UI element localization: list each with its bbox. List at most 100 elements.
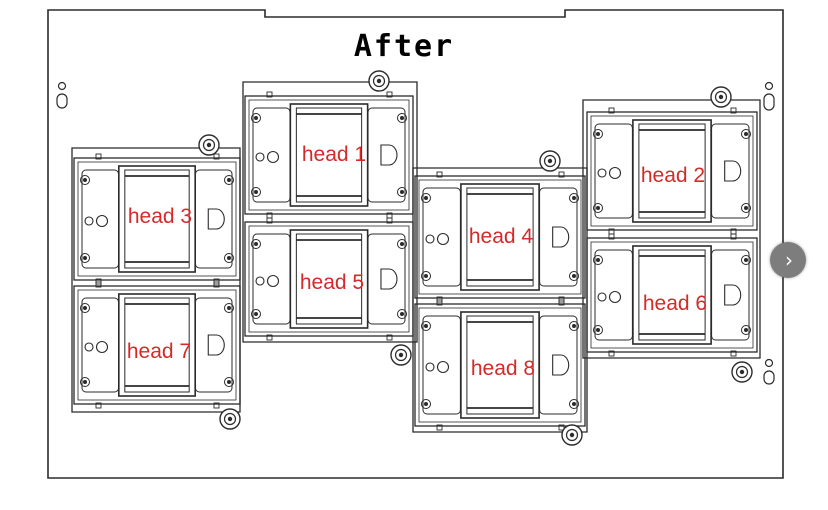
module-screw-core — [572, 324, 576, 328]
corner-screws — [198, 70, 753, 446]
module-screw — [741, 255, 751, 265]
module-screw-core — [254, 190, 258, 194]
module-frame-inner — [77, 161, 237, 277]
connector-notch — [552, 354, 570, 376]
pin-hole — [597, 168, 607, 178]
module-screw — [421, 271, 431, 281]
module-screw-core — [596, 328, 600, 332]
module-tab — [730, 107, 737, 114]
module-screw-core — [254, 312, 258, 316]
pin-hole — [266, 150, 280, 164]
head-body-inner — [638, 249, 706, 341]
connector-notch — [724, 284, 742, 306]
module-tab — [266, 334, 273, 341]
module-tab — [558, 296, 565, 303]
connector-notch — [380, 144, 398, 166]
module-tab — [213, 402, 220, 409]
module-screw-core — [83, 256, 87, 260]
diagram-title: After — [354, 29, 454, 64]
pin-hole — [436, 232, 450, 246]
pin-hole — [95, 340, 109, 354]
module-screw — [569, 193, 579, 203]
plate-hole — [764, 358, 774, 368]
module-screw-core — [83, 380, 87, 384]
frame-screw-ring — [543, 154, 557, 168]
left-bracket — [422, 187, 461, 287]
module-screw-core — [572, 196, 576, 200]
module-screw — [593, 255, 603, 265]
module-screw — [593, 129, 603, 139]
plate-slot — [56, 93, 68, 109]
module-screw — [397, 239, 407, 249]
pin-hole — [84, 216, 94, 226]
head-label: head 3 — [128, 205, 192, 228]
frame-screw-ring — [223, 412, 237, 426]
pin-hole — [266, 274, 280, 288]
frame-screw-ring — [372, 74, 386, 88]
module-screw-core — [596, 132, 600, 136]
frame-screw-ring — [202, 138, 216, 152]
module-screw-core — [596, 258, 600, 262]
head-body — [118, 293, 196, 397]
carrier-frame-inner — [582, 99, 761, 359]
module-tab — [436, 171, 443, 178]
module-screw — [251, 113, 261, 123]
pin-hole — [608, 166, 622, 180]
module-tab — [95, 278, 102, 285]
module-screw — [741, 325, 751, 335]
module-screw-core — [400, 116, 404, 120]
head-body-inner — [295, 107, 363, 203]
module-screw — [397, 309, 407, 319]
module-screw-core — [83, 178, 87, 182]
module-tab — [436, 424, 443, 431]
head-module: head 6 — [586, 233, 758, 357]
module-tab — [266, 91, 273, 98]
plate-slot — [763, 370, 775, 385]
module-frame — [244, 221, 414, 337]
frame-screw-core — [206, 142, 212, 148]
module-frame — [414, 175, 586, 299]
module-tab — [608, 107, 615, 114]
plate-hole — [57, 81, 67, 91]
module-tab — [608, 233, 615, 240]
module-screw — [593, 325, 603, 335]
frame-screw-core — [739, 369, 745, 375]
head-body-inner — [124, 297, 190, 393]
module-screw — [80, 175, 90, 185]
pin-hole — [425, 362, 435, 372]
pin-hole — [436, 360, 450, 374]
left-bracket — [422, 315, 461, 415]
module-screw — [421, 321, 431, 331]
module-screw — [80, 377, 90, 387]
connector-notch — [724, 160, 742, 182]
head-module: head 1 — [244, 91, 414, 219]
pin-hole — [95, 214, 109, 228]
connector-notch — [207, 334, 225, 356]
frame-screw-core — [569, 432, 575, 438]
mounting-holes — [56, 81, 775, 385]
module-screw-core — [744, 258, 748, 262]
module-tab — [730, 233, 737, 240]
module-screw-core — [424, 196, 428, 200]
head-body-inner — [295, 233, 363, 325]
module-screw — [224, 377, 234, 387]
module-screw — [569, 271, 579, 281]
right-bracket — [194, 169, 233, 269]
module-screw-core — [572, 402, 576, 406]
module-screw-core — [227, 380, 231, 384]
module-screw — [224, 175, 234, 185]
module-frame — [244, 95, 414, 215]
plate-border — [47, 9, 784, 479]
head-module: head 4 — [414, 171, 586, 303]
module-screw-core — [424, 324, 428, 328]
next-image-button[interactable]: › — [770, 242, 806, 278]
pin-hole — [608, 290, 622, 304]
carrier-frame — [242, 81, 418, 343]
plate-outline — [47, 9, 784, 479]
head-body — [460, 183, 540, 291]
module-screw-core — [572, 274, 576, 278]
frame-screw-core — [227, 416, 233, 422]
head-body-inner — [466, 187, 534, 287]
connector-notch — [380, 268, 398, 290]
